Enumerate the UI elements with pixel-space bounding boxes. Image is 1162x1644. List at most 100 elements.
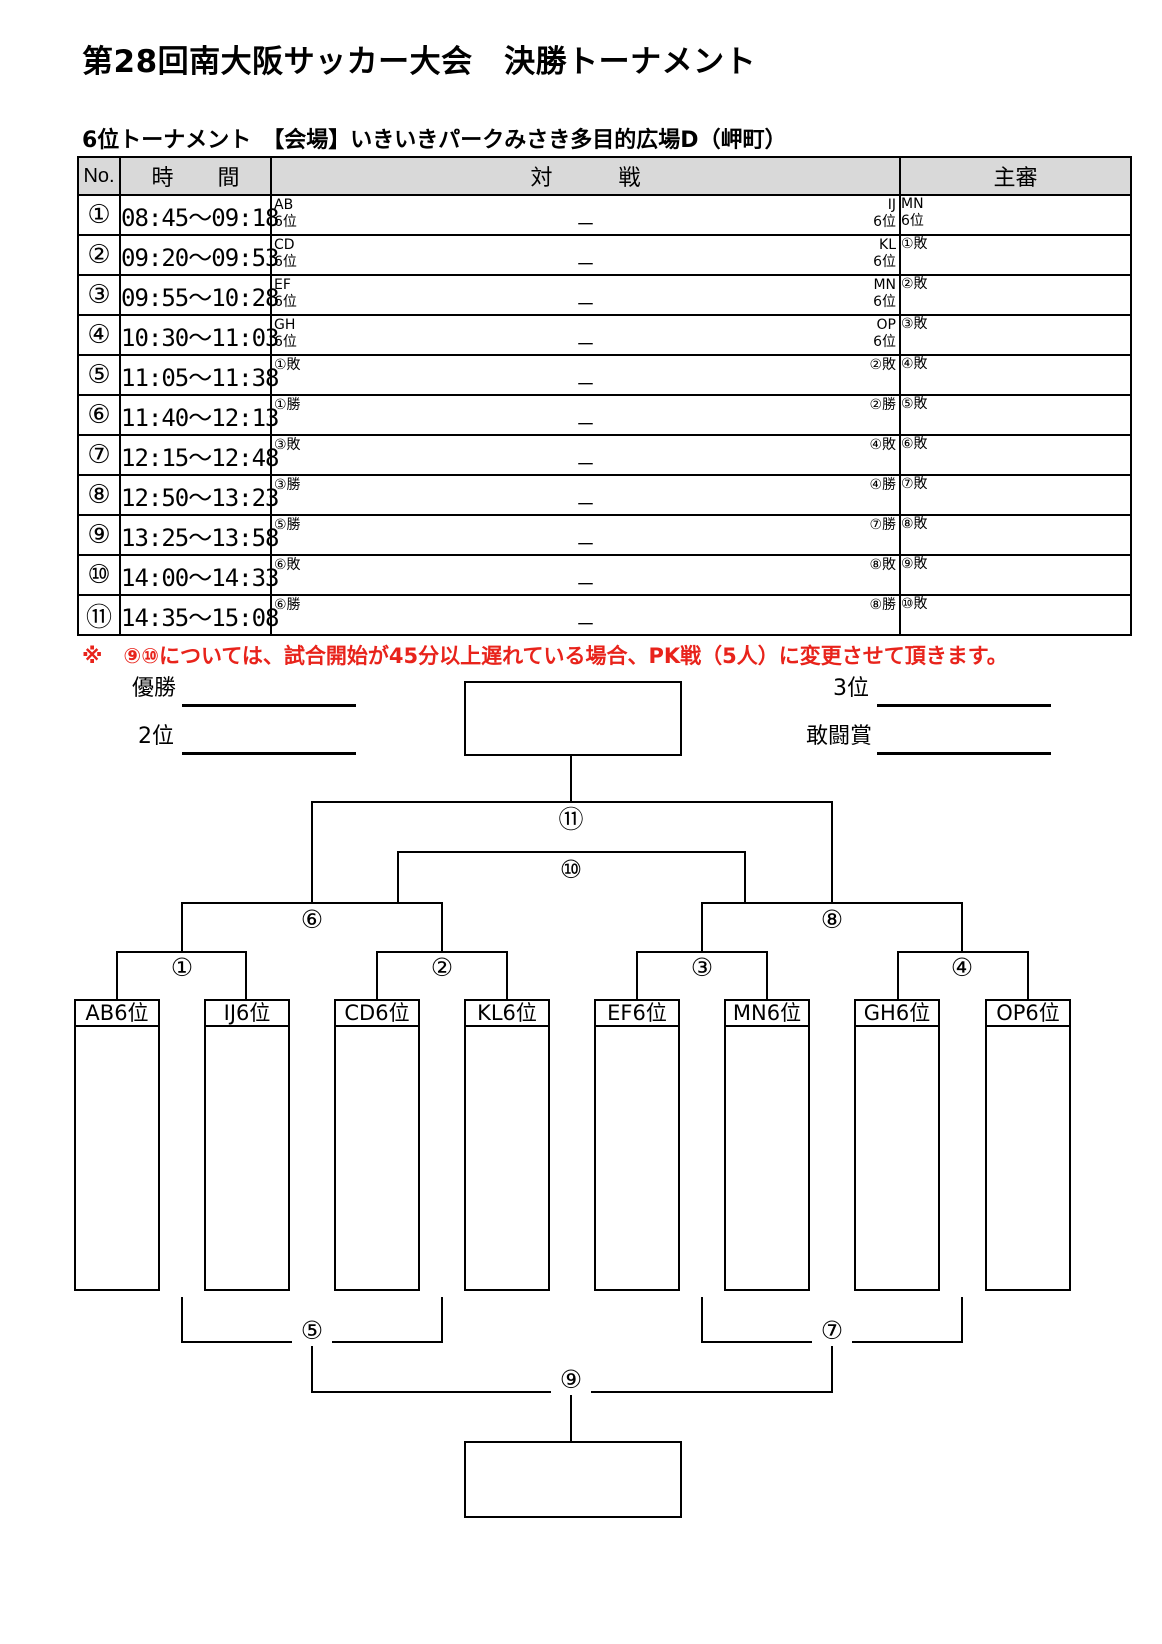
winner-label: 優勝	[132, 676, 177, 701]
left-team-line: 6位	[274, 254, 297, 270]
right-team: ⑧敗	[869, 557, 896, 574]
match-number: ⑪	[77, 594, 121, 636]
referee-line: ②敗	[901, 276, 928, 292]
versus-dash: －	[575, 252, 596, 276]
left-team-line: 6位	[274, 214, 297, 230]
bracket-match-11: ⑪	[551, 805, 591, 835]
right-team-line: 6位	[873, 334, 896, 350]
left-team: ⑥敗	[274, 557, 301, 574]
versus-dash: －	[575, 532, 596, 556]
match-time: 14:35～15:08	[119, 594, 280, 636]
right-team: ⑦勝	[869, 517, 896, 534]
referee-cell: ⑦敗	[899, 474, 1132, 516]
winner-line	[182, 704, 356, 707]
left-team-line: ⑥敗	[274, 557, 301, 573]
bracket-match-6: ⑥	[292, 905, 332, 935]
team-name: IJ6位	[206, 1001, 288, 1027]
match-cell: ①敗 － ②敗	[270, 354, 901, 396]
match-time: 09:20～09:53	[119, 234, 280, 276]
versus-dash: －	[575, 452, 596, 476]
referee-cell: ⑨敗	[899, 554, 1132, 596]
match-number: ⑥	[77, 394, 121, 436]
header-no: No.	[77, 156, 121, 196]
notice-text: ※ ⑨⑩については、試合開始が45分以上遅れている場合、PK戦（5人）に変更させ…	[82, 644, 1008, 668]
match-number: ⑧	[77, 474, 121, 516]
team-box: AB6位	[74, 999, 160, 1291]
team-name: CD6位	[336, 1001, 418, 1027]
referee-cell: ④敗	[899, 354, 1132, 396]
right-team-line: 6位	[873, 294, 896, 310]
match-cell: ⑤勝 － ⑦勝	[270, 514, 901, 556]
third-place-label: 3位	[833, 676, 869, 701]
left-team: ①敗	[274, 357, 301, 374]
match-time: 11:40～12:13	[119, 394, 280, 436]
right-team-line: ⑧勝	[869, 597, 896, 613]
left-team-line: ⑤勝	[274, 517, 301, 533]
left-team: ③敗	[274, 437, 301, 454]
third-place-line	[877, 704, 1051, 707]
team-box: MN6位	[724, 999, 810, 1291]
referee-line: ④敗	[901, 356, 928, 372]
bracket-match-4: ④	[942, 953, 982, 983]
schedule-header-row: No. 時 間 対 戦 主審	[77, 156, 1132, 196]
versus-dash: －	[575, 572, 596, 596]
right-team-line: ④敗	[869, 437, 896, 453]
match-cell: ③勝－④勝	[270, 474, 901, 516]
fighting-spirit-label: 敢闘賞	[806, 724, 873, 749]
referee-line: ⑧敗	[901, 516, 928, 532]
right-team-line: MN	[873, 277, 896, 293]
team-name: AB6位	[76, 1001, 158, 1027]
versus-dash: －	[575, 332, 596, 356]
team-box: OP6位	[985, 999, 1071, 1291]
team-box: GH6位	[854, 999, 940, 1291]
fighting-spirit-line	[877, 752, 1051, 755]
versus-dash: －	[575, 372, 596, 396]
team-name: OP6位	[987, 1001, 1069, 1027]
referee-line: ③敗	[901, 316, 928, 332]
match-cell: ①勝－②勝	[270, 394, 901, 436]
right-team: ②勝	[869, 397, 896, 414]
right-team-line: ②敗	[869, 357, 896, 373]
referee-line: ⑤敗	[901, 396, 928, 412]
referee-cell: ②敗	[899, 274, 1132, 316]
referee-cell: ⑩敗	[899, 594, 1132, 636]
match-number: ⑤	[77, 354, 121, 396]
bracket-match-9: ⑨	[551, 1365, 591, 1395]
match-time: 14:00～14:33	[119, 554, 280, 596]
match-time: 09:55～10:28	[119, 274, 280, 316]
match-number: ④	[77, 314, 121, 356]
final-winner-box	[464, 681, 682, 756]
match-time: 12:15～12:48	[119, 434, 280, 476]
left-team-line: CD	[274, 237, 295, 253]
right-team-line: 6位	[873, 214, 896, 230]
right-team: ④敗	[869, 437, 896, 454]
left-team-line: ⑥勝	[274, 597, 301, 613]
left-team-line: ①勝	[274, 397, 301, 413]
right-team: ②敗	[869, 357, 896, 374]
page-title: 第28回南大阪サッカー大会 決勝トーナメント	[82, 44, 757, 80]
match-time: 12:50～13:23	[119, 474, 280, 516]
bracket-match-8: ⑧	[812, 905, 852, 935]
referee-line: ⑨敗	[901, 556, 928, 572]
left-team-line: GH	[274, 317, 296, 333]
right-team: ⑧勝	[869, 597, 896, 614]
left-team: ③勝	[274, 477, 301, 494]
match-number: ⑨	[77, 514, 121, 556]
left-team: ⑤勝	[274, 517, 301, 534]
bracket-match-7: ⑦	[812, 1316, 852, 1346]
match-time: 13:25～13:58	[119, 514, 280, 556]
header-referee: 主審	[899, 156, 1132, 196]
right-team-line: ⑦勝	[869, 517, 896, 533]
